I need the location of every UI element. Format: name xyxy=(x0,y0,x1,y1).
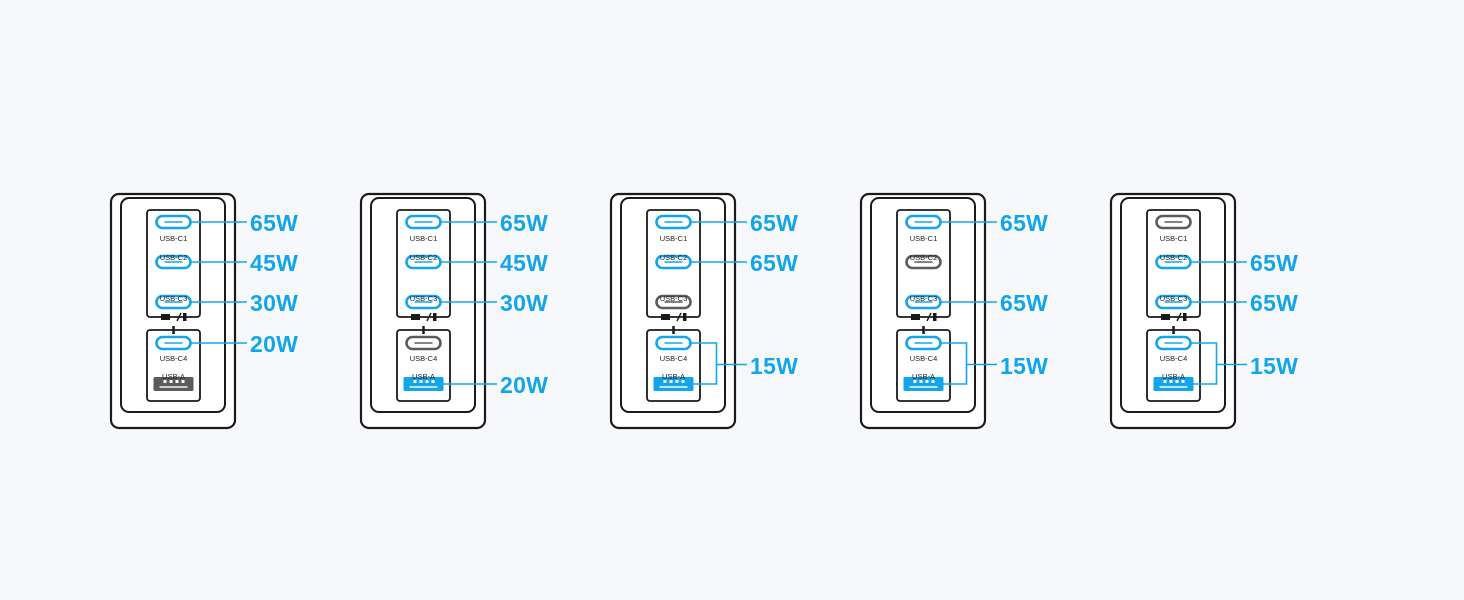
port-name-label: USB-C4 xyxy=(1159,354,1188,363)
port-name-label: USB-C4 xyxy=(409,354,438,363)
usb-c-port xyxy=(655,294,692,310)
shared-watt-label: 15W xyxy=(1250,352,1299,379)
usb-c-port xyxy=(1155,214,1192,230)
port-name-label: USB-A xyxy=(662,372,685,381)
laptop-phone-icon xyxy=(661,312,687,322)
port-name-label: USB-C1 xyxy=(659,234,688,243)
port-name-label: USB-A xyxy=(1162,372,1185,381)
shared-watt-label: 15W xyxy=(750,352,799,379)
laptop-phone-icon xyxy=(1161,312,1187,322)
port-name-label: USB-C4 xyxy=(159,354,188,363)
watt-label: 30W xyxy=(250,290,299,316)
port-name-label: USB-C1 xyxy=(1159,234,1188,243)
port-name-label: USB-C3 xyxy=(909,294,938,303)
watt-label: 20W xyxy=(250,331,299,357)
top-port-panel xyxy=(1146,209,1201,318)
port-name-label: USB-C4 xyxy=(659,354,688,363)
watt-label: 65W xyxy=(750,250,799,276)
watt-label: 45W xyxy=(500,250,549,276)
watt-label: 65W xyxy=(1250,290,1299,316)
port-name-label: USB-C2 xyxy=(1159,253,1188,262)
port-name-label: USB-A xyxy=(412,372,435,381)
usb-a-port xyxy=(653,377,694,391)
usb-c-port xyxy=(905,254,942,270)
watt-label: 30W xyxy=(500,290,549,316)
laptop-phone-icon xyxy=(911,312,937,322)
port-name-label: USB-C1 xyxy=(159,234,188,243)
port-name-label: USB-C3 xyxy=(159,294,188,303)
usb-a-port xyxy=(403,377,444,391)
usb-a-port xyxy=(903,377,944,391)
shared-watt-bracket xyxy=(1190,342,1247,385)
port-name-label: USB-C3 xyxy=(409,294,438,303)
port-name-label: USB-C2 xyxy=(659,253,688,262)
port-name-label: USB-C2 xyxy=(159,253,188,262)
port-name-label: USB-C2 xyxy=(909,253,938,262)
watt-label: 65W xyxy=(1000,210,1049,236)
port-name-label: USB-C3 xyxy=(1159,294,1188,303)
top-port-panel xyxy=(896,209,951,318)
port-name-label: USB-A xyxy=(162,372,185,381)
watt-label: 65W xyxy=(250,210,299,236)
watt-label: 20W xyxy=(500,372,549,398)
watt-label: 45W xyxy=(250,250,299,276)
usb-c-port xyxy=(405,335,442,351)
port-name-label: USB-C3 xyxy=(659,294,688,303)
laptop-phone-icon xyxy=(161,312,187,322)
shared-watt-bracket xyxy=(690,342,747,385)
watt-label: 65W xyxy=(500,210,549,236)
shared-watt-bracket xyxy=(940,342,997,385)
top-port-panel xyxy=(396,209,451,318)
port-name-label: USB-A xyxy=(912,372,935,381)
top-port-panel xyxy=(646,209,701,318)
top-port-panel xyxy=(146,209,201,318)
usb-a-port xyxy=(1153,377,1194,391)
watt-label: 65W xyxy=(750,210,799,236)
shared-watt-label: 15W xyxy=(1000,352,1049,379)
watt-label: 65W xyxy=(1250,250,1299,276)
port-name-label: USB-C1 xyxy=(409,234,438,243)
usb-a-port xyxy=(153,377,194,391)
watt-label: 65W xyxy=(1000,290,1049,316)
port-name-label: USB-C4 xyxy=(909,354,938,363)
laptop-phone-icon xyxy=(411,312,437,322)
port-name-label: USB-C2 xyxy=(409,253,438,262)
port-name-label: USB-C1 xyxy=(909,234,938,243)
